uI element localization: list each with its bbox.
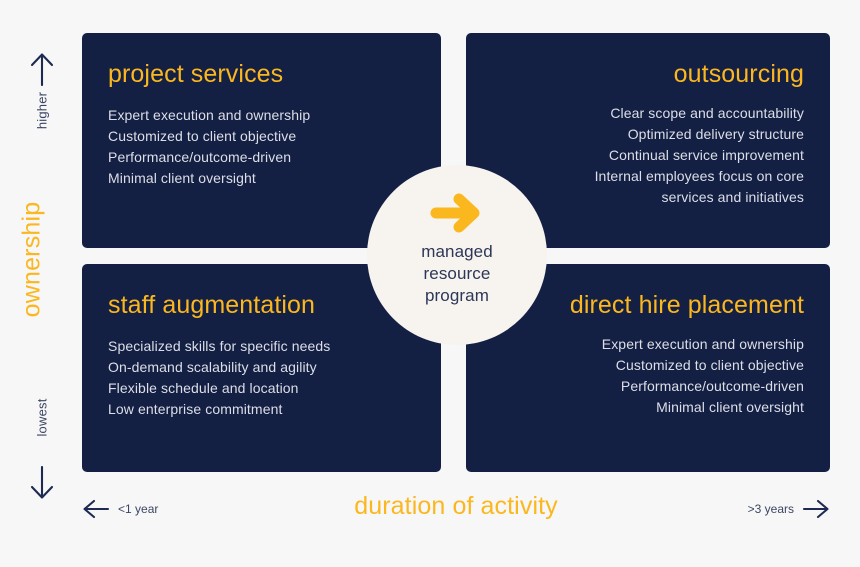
duration-right-end: >3 years (748, 498, 830, 520)
list-item: Low enterprise commitment (108, 400, 283, 417)
list-item: Customized to client objective (108, 127, 297, 144)
arrow-up-icon (28, 52, 56, 86)
list-item: Continual service improvement (608, 146, 804, 163)
list-item: Performance/outcome-driven (620, 377, 804, 394)
duration-left-label: <1 year (118, 502, 159, 516)
hub-label: managed resource program (421, 241, 493, 307)
ownership-axis-title: ownership (17, 201, 46, 318)
ownership-high-label: higher (34, 91, 50, 130)
quadrant-feature-list: Expert execution and ownership Customize… (108, 105, 310, 189)
duration-right-label: >3 years (747, 502, 794, 516)
list-item: Customized to client objective (615, 356, 804, 373)
list-item: Expert execution and ownership (108, 106, 311, 123)
quadrant-title: direct hire placement (569, 291, 804, 319)
hub-label-line-2: resource (423, 264, 491, 283)
arrow-right-icon (802, 498, 830, 520)
list-item: Flexible schedule and location (108, 379, 299, 396)
quadrant-title: project services (108, 60, 284, 88)
quadrant-title: outsourcing (673, 60, 804, 88)
ownership-axis: higher ownership lowest (0, 30, 72, 499)
quadrant-feature-list: Specialized skills for specific needs On… (108, 336, 330, 420)
arrow-left-icon (82, 498, 110, 520)
quadrant-feature-list: Expert execution and ownership Customize… (602, 334, 804, 418)
duration-left-end: <1 year (82, 498, 158, 520)
arrow-down-icon (28, 466, 56, 500)
managed-resource-program-hub: managed resource program (367, 165, 547, 345)
hub-label-line-1: managed (421, 242, 493, 261)
list-item: Internal employees focus on core (594, 167, 804, 184)
hub-label-line-3: program (424, 286, 489, 305)
ownership-low-label: lowest (34, 398, 50, 437)
list-item: Specialized skills for specific needs (108, 337, 331, 354)
list-item: On-demand scalability and agility (108, 358, 317, 375)
list-item: Performance/outcome-driven (108, 148, 292, 165)
duration-axis-title: duration of activity (354, 492, 558, 520)
quadrant-project-services: project services Expert execution and ow… (82, 33, 441, 248)
quadrant-title: staff augmentation (108, 291, 316, 319)
list-item: Optimized delivery structure (627, 125, 804, 142)
list-item: Clear scope and accountability (610, 104, 804, 121)
list-item: services and initiatives (661, 188, 804, 205)
duration-axis: <1 year duration of activity >3 years (82, 492, 830, 538)
list-item: Expert execution and ownership (601, 335, 804, 352)
quadrant-feature-list: Clear scope and accountability Optimized… (595, 103, 804, 208)
list-item: Minimal client oversight (108, 169, 256, 186)
arrow-right-icon (429, 191, 485, 235)
list-item: Minimal client oversight (656, 398, 804, 415)
